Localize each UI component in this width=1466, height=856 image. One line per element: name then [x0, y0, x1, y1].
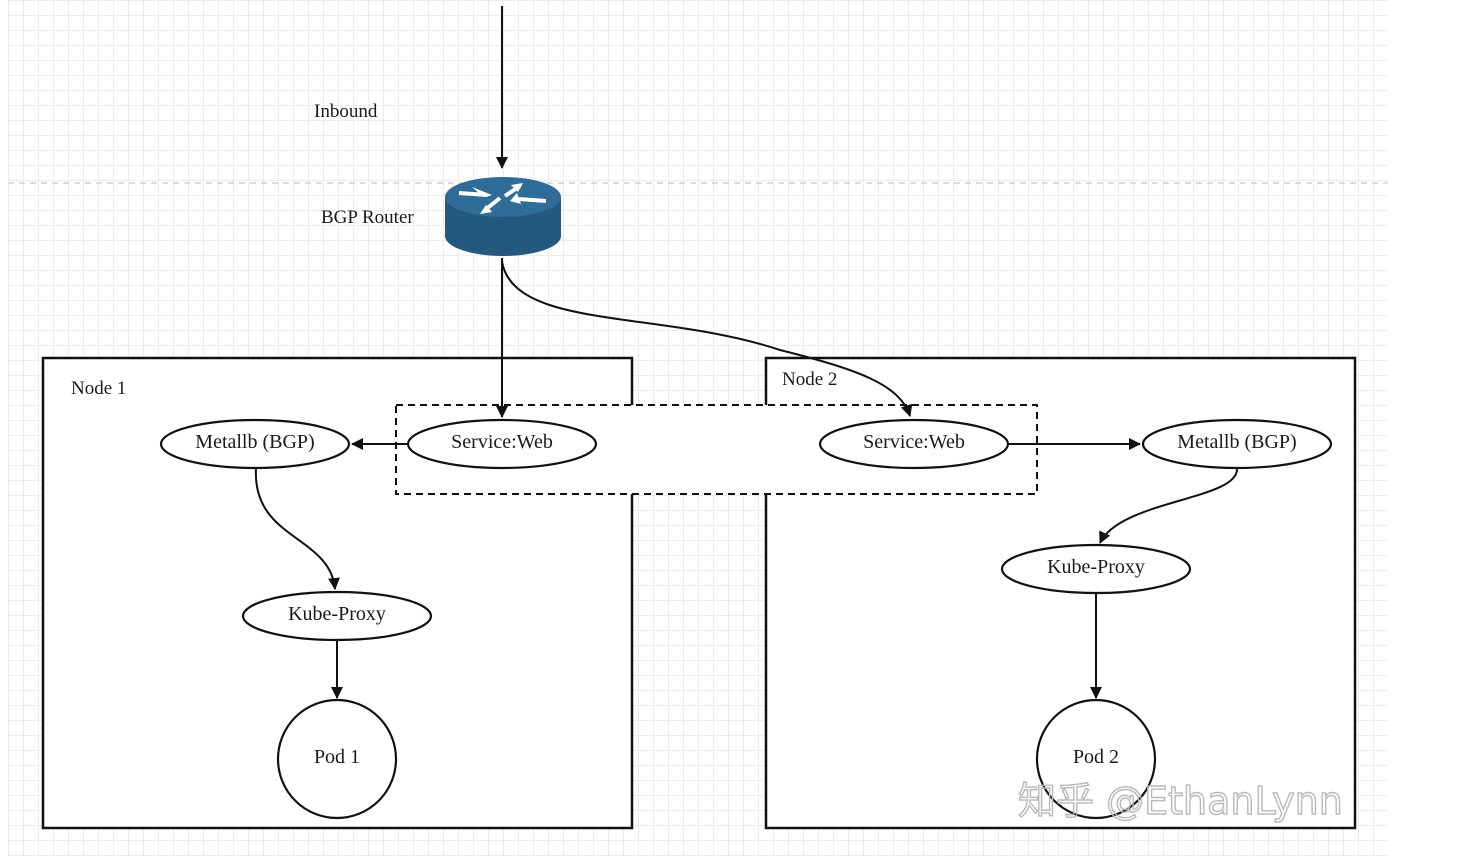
metallb-node-2: Metallb (BGP) [1141, 418, 1333, 470]
edge-metallb-2-to-kube-proxy-2 [1099, 467, 1239, 544]
pod-2: Pod 2 [1035, 698, 1157, 820]
pod-1: Pod 1 [276, 698, 398, 820]
edge-metallb-1-to-kube-proxy-1 [254, 467, 340, 590]
service-web-node-2: Service:Web [818, 418, 1010, 470]
router-icon [445, 177, 561, 256]
metallb-node-1-label: Metallb (BGP) [195, 431, 314, 453]
kube-proxy-node-1: Kube-Proxy [241, 590, 433, 642]
bgp-router-label: BGP Router [321, 207, 414, 228]
inbound-label: Inbound [314, 101, 378, 122]
edge-router-to-service-2 [501, 261, 913, 417]
kube-proxy-node-2-label: Kube-Proxy [1047, 556, 1145, 578]
node-1-label: Node 1 [71, 378, 126, 399]
watermark: 知乎 @EthanLynn [1018, 779, 1343, 823]
service-web-node-1: Service:Web [406, 418, 598, 470]
kube-proxy-node-2: Kube-Proxy [1000, 543, 1192, 595]
node-2-label: Node 2 [782, 369, 837, 390]
pod-1-label: Pod 1 [314, 746, 360, 768]
service-web-node-2-label: Service:Web [863, 431, 965, 453]
service-web-node-1-label: Service:Web [451, 431, 553, 453]
pod-2-label: Pod 2 [1073, 746, 1119, 768]
metallb-node-2-label: Metallb (BGP) [1177, 431, 1296, 453]
metallb-node-1: Metallb (BGP) [159, 418, 351, 470]
kube-proxy-node-1-label: Kube-Proxy [288, 603, 386, 625]
